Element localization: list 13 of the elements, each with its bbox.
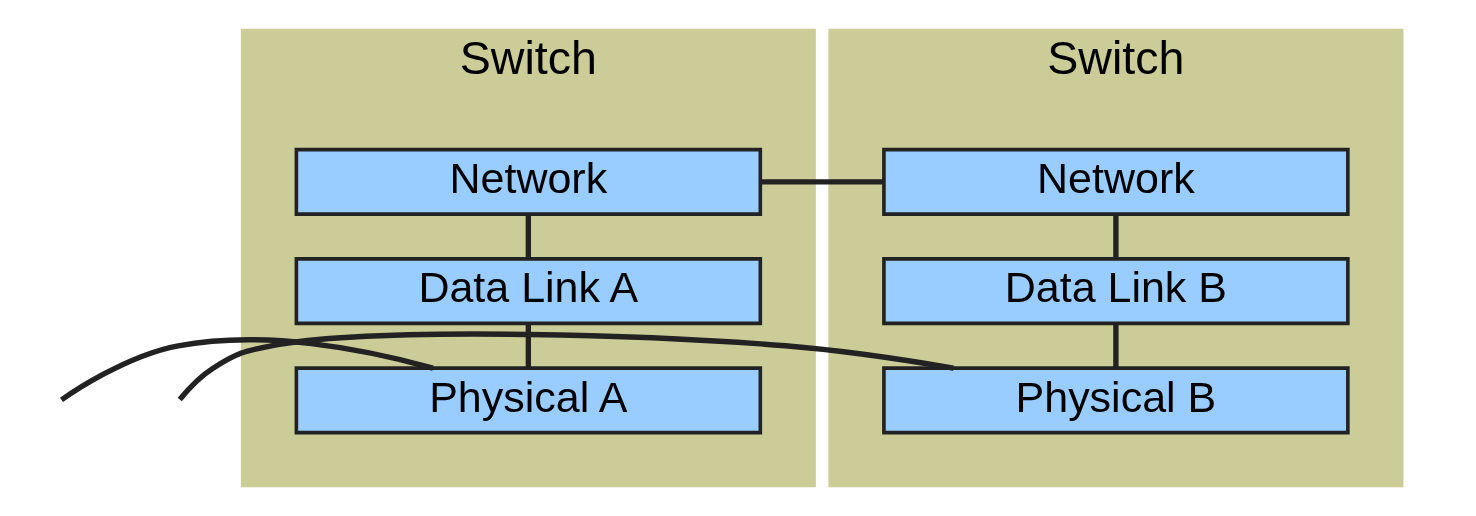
node-box: Data Link A bbox=[294, 257, 762, 326]
node-box: Network bbox=[294, 147, 762, 216]
connector bbox=[1112, 323, 1119, 368]
node-box: Network bbox=[881, 147, 1350, 216]
connector bbox=[177, 331, 954, 402]
node-box: Physical A bbox=[294, 366, 762, 435]
connector bbox=[525, 214, 531, 259]
node-box: Physical B bbox=[881, 366, 1350, 435]
connector bbox=[525, 323, 531, 368]
connector bbox=[1112, 214, 1119, 259]
connector bbox=[760, 179, 883, 185]
node-box: Data Link B bbox=[881, 257, 1350, 326]
connector bbox=[59, 337, 434, 403]
